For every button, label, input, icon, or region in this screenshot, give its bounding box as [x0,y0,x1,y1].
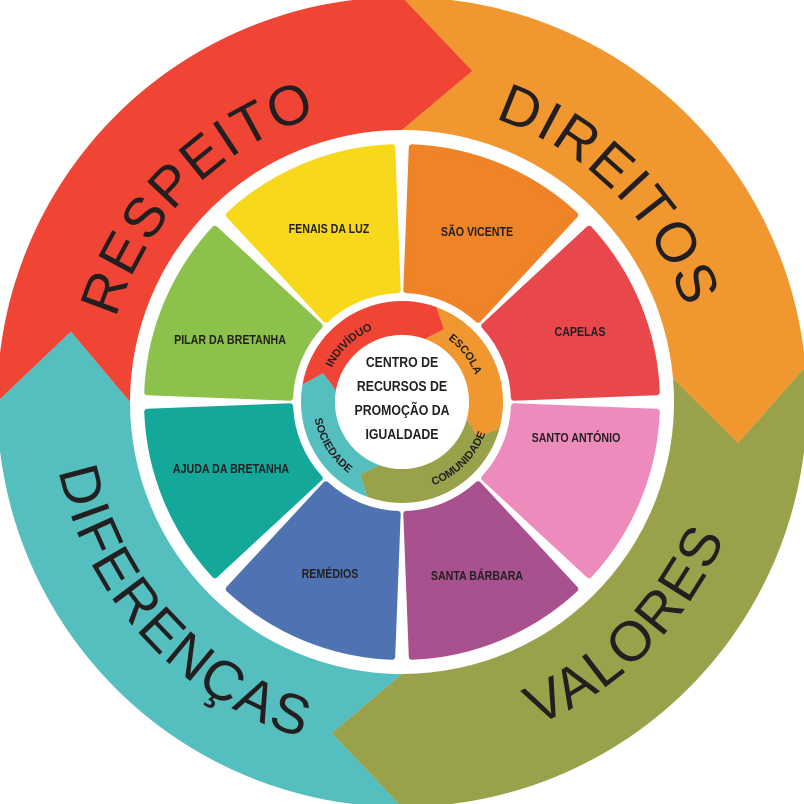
segment-label-pilar-da-bretanha: PILAR DA BRETANHA [174,332,286,347]
segment-pilar-da-bretanha [144,225,323,401]
segment-fenais-da-luz [225,144,401,323]
center-line: IGUALDADE [365,426,438,442]
segment-label-ajuda-da-bretanha: AJUDA DA BRETANHA [173,461,290,476]
center-circle [335,335,469,469]
center-line: CENTRO DE [366,354,438,370]
outer-arrow-valores [331,368,804,804]
inner-arrow-sociedade [300,373,380,497]
segment-capelas [481,225,660,401]
segment-s-o-vicente [403,144,579,323]
outer-arrow-diferencas [0,331,402,804]
segment-label-santo-antonio: SANTO ANTÓNIO [532,429,621,445]
segment-label-capelas: CAPELAS [555,324,606,339]
segment-label-remedios: REMÉDIOS [302,565,359,581]
segment-rem-dios [225,481,401,660]
center-line: PROMOÇÃO DA [355,400,450,419]
center-title: CENTRO DE RECURSOS DE PROMOÇÃO DA IGUALD… [355,354,450,442]
segment-santa-b-rbara [403,481,579,660]
inner-ring [300,301,504,503]
segment-label-fenais-da-luz: FENAIS DA LUZ [289,221,370,236]
inner-arrow-escola [424,307,504,438]
inner-arrow-indivíduo [302,301,444,391]
inner-arrow-comunidade [360,419,500,503]
segment-label-santa-barbara: SANTA BÁRBARA [431,567,524,583]
outer-arrow-respeito [0,0,473,402]
community-segments [144,144,660,660]
center-line: RECURSOS DE [357,378,447,394]
segment-santo-ant-nio [481,403,660,579]
segment-label-sao-vicente: SÃO VICENTE [441,223,513,239]
outer-arrow-direitos [402,0,804,444]
segment-ajuda-da-bretanha [144,403,323,579]
